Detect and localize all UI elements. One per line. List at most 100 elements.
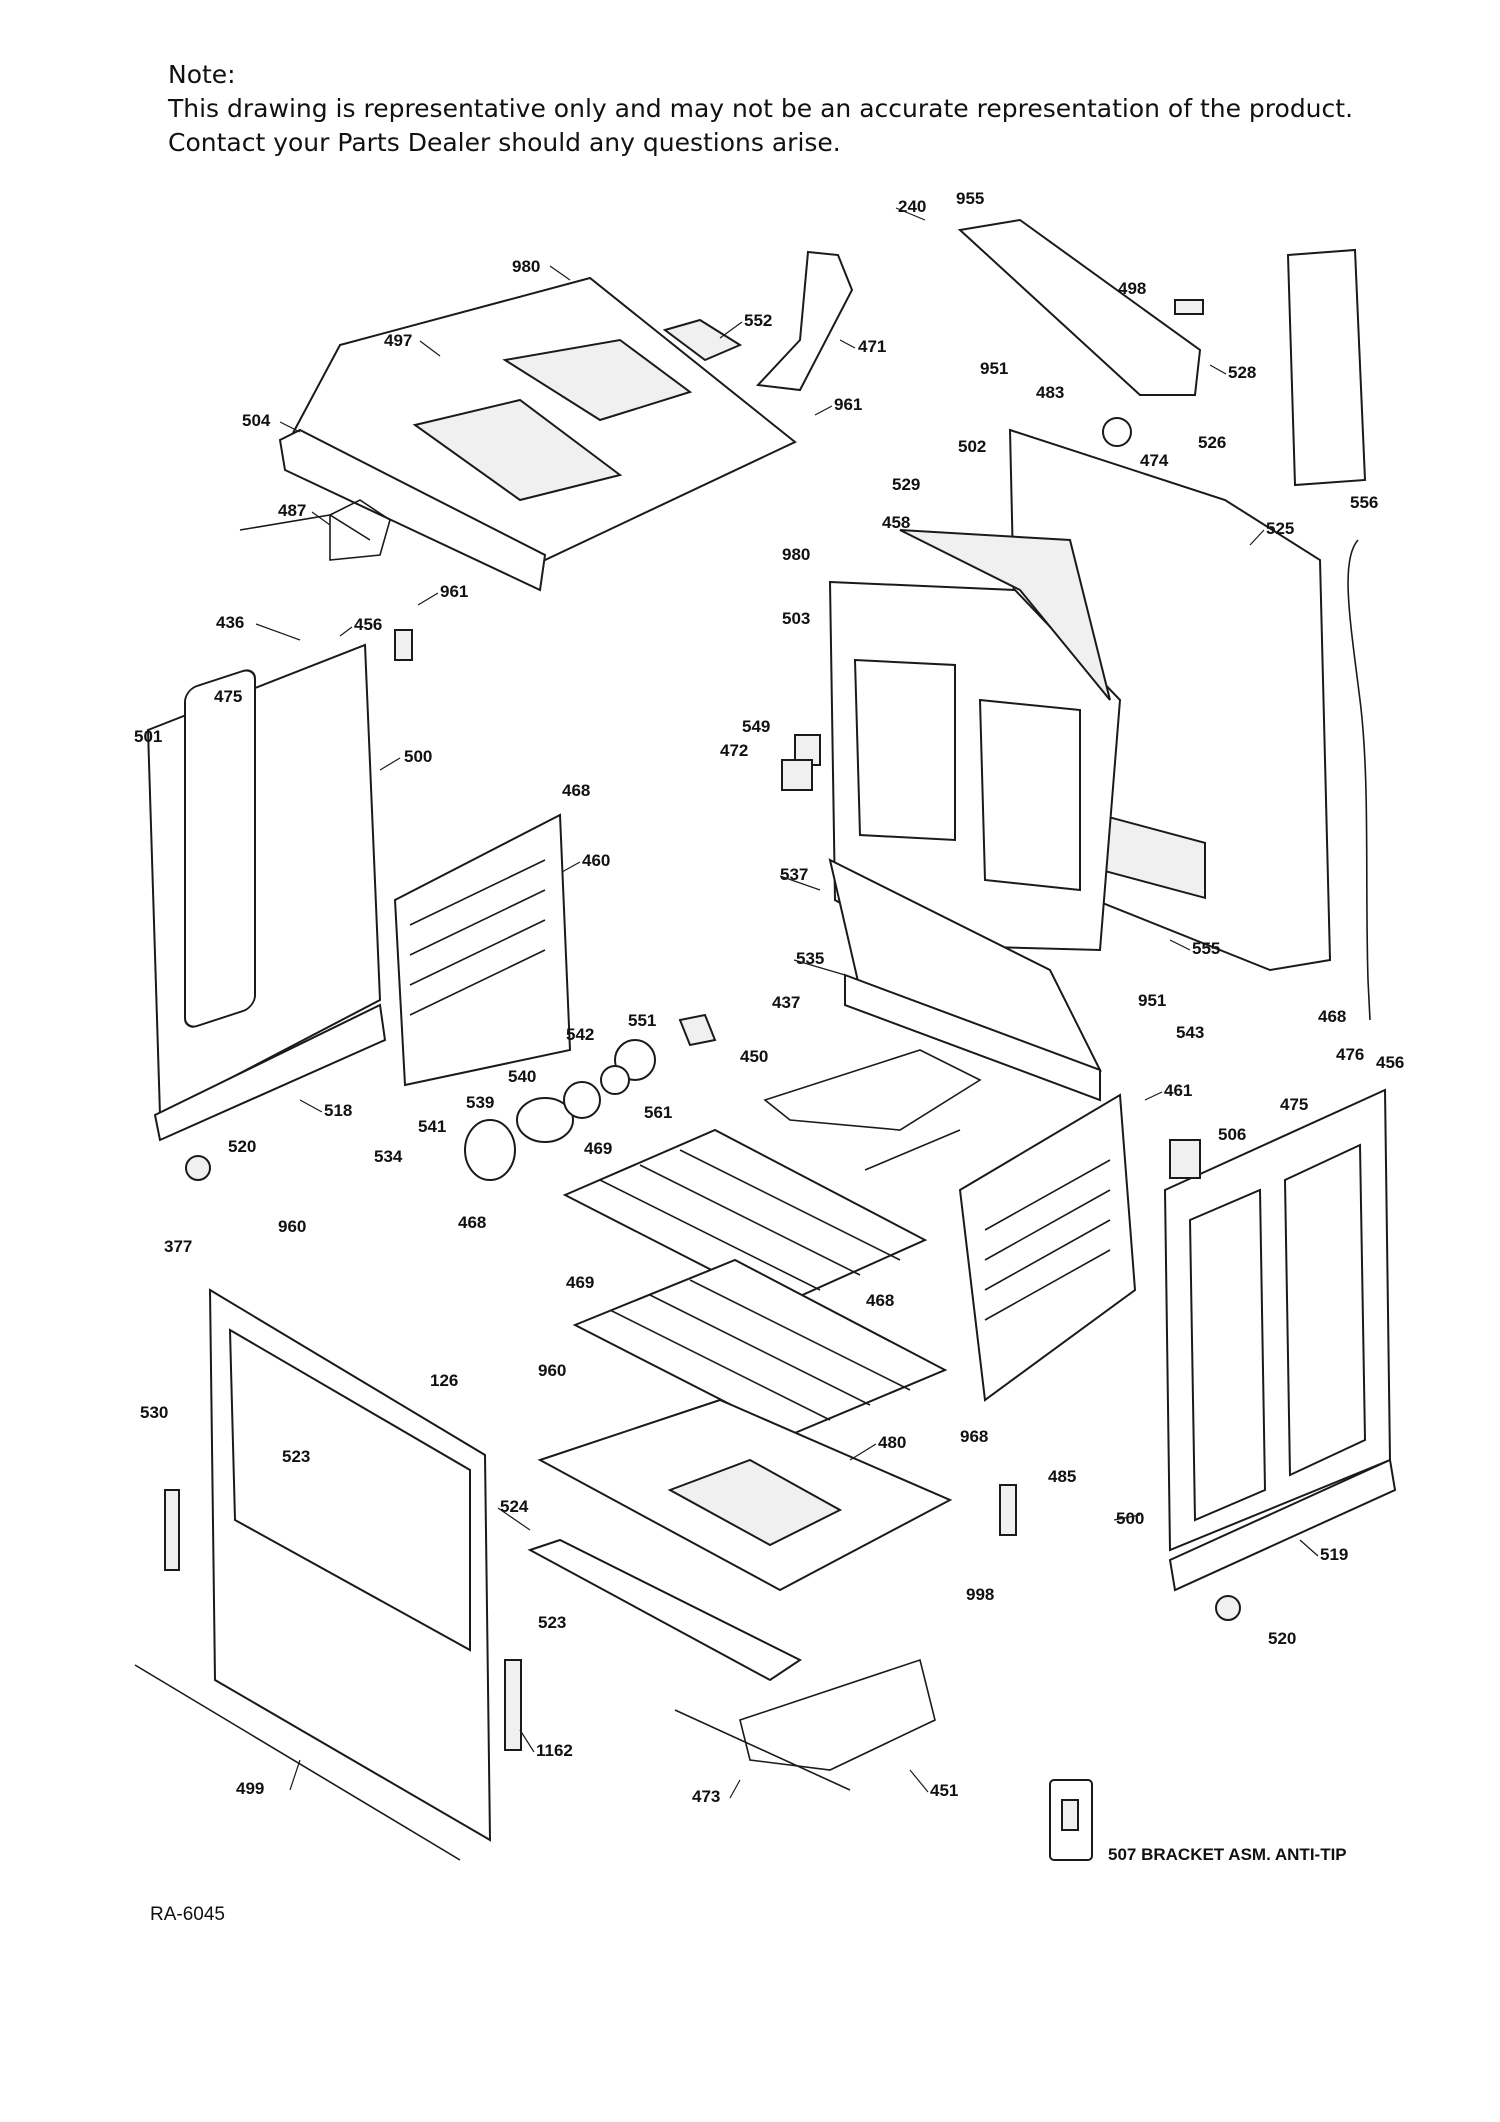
callout: 469 bbox=[584, 1139, 612, 1158]
callout: 549 bbox=[742, 717, 770, 736]
disclaimer-note: Note: This drawing is representative onl… bbox=[168, 58, 1353, 160]
note-line-2: Contact your Parts Dealer should any que… bbox=[168, 128, 841, 157]
left-panel-window-1 bbox=[184, 669, 256, 1028]
callout: 552 bbox=[744, 311, 772, 330]
oven-rack-lower-bars bbox=[609, 1279, 911, 1421]
left-panel-base-518 bbox=[153, 1003, 387, 1142]
callout: 534 bbox=[374, 1147, 403, 1166]
note-heading: Note: bbox=[168, 60, 236, 89]
callout: 524 bbox=[500, 1497, 529, 1516]
leveler-520-right bbox=[1215, 1595, 1241, 1621]
callout: 506 bbox=[1218, 1125, 1246, 1144]
label-498 bbox=[1174, 299, 1204, 315]
callout: 980 bbox=[782, 545, 810, 564]
callout: 475 bbox=[214, 687, 242, 706]
rack-support-right-rails bbox=[984, 1159, 1111, 1321]
liner-window-left bbox=[853, 658, 956, 842]
callout: 485 bbox=[1048, 1467, 1076, 1486]
callout: 525 bbox=[1266, 519, 1294, 538]
callout: 476 bbox=[1336, 1045, 1364, 1064]
callout: 961 bbox=[834, 395, 862, 414]
callout: 451 bbox=[930, 1781, 958, 1800]
callout: 951 bbox=[1138, 991, 1166, 1010]
callout: 458 bbox=[882, 513, 910, 532]
callout: 1162 bbox=[536, 1741, 573, 1760]
oven-rack-upper-bars bbox=[599, 1149, 901, 1291]
power-cord-556 bbox=[1347, 539, 1371, 1021]
callout-labels: 980 552 497 471 961 504 487 961 436 456 … bbox=[134, 189, 1404, 1806]
callout: 500 bbox=[404, 747, 432, 766]
callout: 468 bbox=[458, 1213, 486, 1232]
callout: 501 bbox=[134, 727, 162, 746]
callout: 472 bbox=[720, 741, 748, 760]
front-lip-504 bbox=[278, 428, 547, 592]
bracket-485 bbox=[999, 1484, 1017, 1536]
callout: 502 bbox=[958, 437, 986, 456]
callout: 519 bbox=[1320, 1545, 1348, 1564]
callout: 483 bbox=[1036, 383, 1064, 402]
callout: 520 bbox=[228, 1137, 256, 1156]
right-panel-base-519 bbox=[1168, 1458, 1397, 1592]
wire-506 bbox=[1169, 1139, 1201, 1179]
callout: 960 bbox=[278, 1217, 306, 1236]
callout: 498 bbox=[1118, 279, 1146, 298]
callout: 504 bbox=[242, 411, 271, 430]
grommet-474 bbox=[1102, 417, 1132, 447]
callout: 526 bbox=[1198, 433, 1226, 452]
callout: 503 bbox=[782, 609, 810, 628]
callout: 436 bbox=[216, 613, 244, 632]
part-drawings bbox=[134, 218, 1397, 1861]
callout: 377 bbox=[164, 1237, 192, 1256]
vent-duct-471 bbox=[755, 250, 854, 392]
callout: 450 bbox=[740, 1047, 768, 1066]
diagram-code: RA-6045 bbox=[150, 1904, 225, 1925]
right-panel-window-2 bbox=[1283, 1143, 1367, 1477]
callout: 471 bbox=[858, 337, 886, 356]
callout: 543 bbox=[1176, 1023, 1204, 1042]
callout: 555 bbox=[1192, 939, 1220, 958]
callout: 240 bbox=[898, 197, 926, 216]
callout: 556 bbox=[1350, 493, 1378, 512]
clip-551 bbox=[678, 1013, 717, 1047]
top-panel-recess-2 bbox=[412, 398, 623, 502]
callout: 460 bbox=[582, 851, 610, 870]
callout: 968 bbox=[960, 1427, 988, 1446]
leveler-520-left bbox=[185, 1155, 211, 1181]
callout: 537 bbox=[780, 865, 808, 884]
side-trim-528 bbox=[1286, 248, 1367, 487]
anti-tip-bracket-callout: 507 BRACKET ASM. ANTI-TIP bbox=[1108, 1845, 1347, 1864]
callout: 520 bbox=[1268, 1629, 1296, 1648]
oven-bottom-pan-524 bbox=[527, 1538, 802, 1682]
callout: 468 bbox=[1318, 1007, 1346, 1026]
right-panel-window-1 bbox=[1188, 1188, 1267, 1522]
top-panel-recess bbox=[502, 338, 693, 422]
socket-540 bbox=[563, 1081, 601, 1119]
callout: 461 bbox=[1164, 1081, 1192, 1100]
hinge-1162 bbox=[504, 1659, 522, 1751]
anti-tip-bracket-slot bbox=[1061, 1799, 1079, 1831]
bake-element-450 bbox=[763, 1049, 982, 1171]
callout: 126 bbox=[430, 1371, 458, 1390]
hinge-left bbox=[164, 1489, 180, 1571]
callout: 474 bbox=[1140, 451, 1169, 470]
callout: 437 bbox=[772, 993, 800, 1012]
callout: 518 bbox=[324, 1101, 352, 1120]
callout: 468 bbox=[866, 1291, 894, 1310]
callout: 951 bbox=[980, 359, 1008, 378]
broil-element-451 bbox=[739, 1658, 936, 1771]
callout: 980 bbox=[512, 257, 540, 276]
liner-window-right bbox=[978, 698, 1081, 892]
callout: 456 bbox=[354, 615, 382, 634]
callout: 529 bbox=[892, 475, 920, 494]
callout: 530 bbox=[140, 1403, 168, 1422]
callout: 523 bbox=[538, 1613, 566, 1632]
callout: 955 bbox=[956, 189, 984, 208]
callout: 540 bbox=[508, 1067, 536, 1086]
light-lens-541 bbox=[464, 1119, 516, 1181]
callout: 539 bbox=[466, 1093, 494, 1112]
front-frame-opening bbox=[228, 1328, 471, 1652]
callout: 480 bbox=[878, 1433, 906, 1452]
callout: 523 bbox=[282, 1447, 310, 1466]
callout: 469 bbox=[566, 1273, 594, 1292]
ring-561 bbox=[600, 1065, 630, 1095]
